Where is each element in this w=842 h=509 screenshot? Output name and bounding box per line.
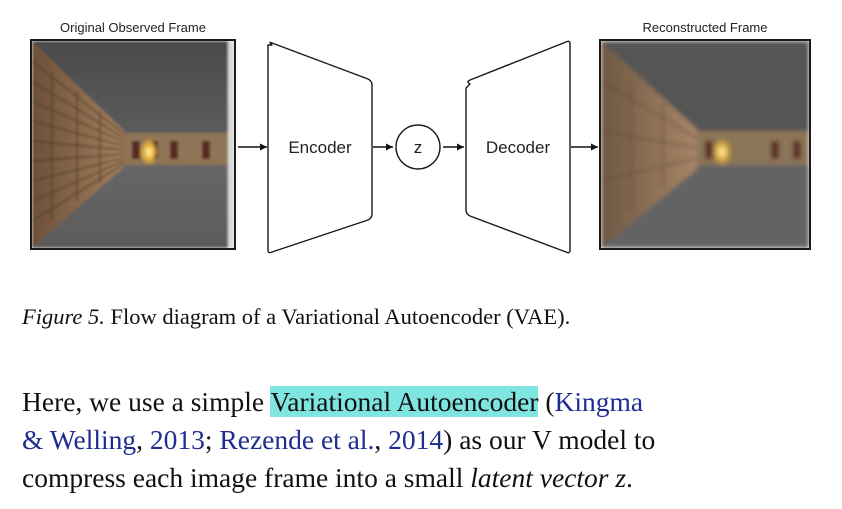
caption-text: Flow diagram of a Variational Autoencode… [110,304,571,329]
original-frame-image [30,39,236,250]
text-run: , [374,424,389,455]
decoder-block [465,40,571,254]
citation-link-kingma[interactable]: Kingma [554,386,644,417]
citation-link-rezende[interactable]: Rezende et al. [219,424,375,455]
citation-year-2013[interactable]: 2013 [149,424,205,455]
latent-node [395,124,441,170]
reconstructed-frame-label: Reconstructed Frame [642,20,768,35]
figure-caption: Figure 5. Flow diagram of a Variational … [22,304,570,330]
vae-flow-diagram: Encoder z Decoder [238,40,598,254]
text-run: compress each image frame into a small [22,462,471,493]
text-run: Here, we use a simple [22,386,271,417]
citation-link-welling[interactable]: & Welling [22,424,137,455]
highlighted-term: Variational Autoencoder [270,386,539,417]
encoder-block [267,41,373,254]
text-run: , [136,424,150,455]
reconstructed-frame-image [599,39,811,250]
paragraph-line-1: Here, we use a simple Variational Autoen… [22,383,832,421]
text-run: ) as our V model to [443,424,656,455]
body-paragraph: Here, we use a simple Variational Autoen… [22,383,832,497]
latent-label: z [414,138,423,157]
original-frame-label: Original Observed Frame [60,20,206,35]
figure-number: Figure 5. [22,304,105,329]
paragraph-line-3: compress each image frame into a small l… [22,459,832,497]
decoder-label: Decoder [486,138,551,157]
text-run: ; [204,424,220,455]
encoder-label: Encoder [288,138,352,157]
latent-vector-term: latent vector z [470,462,627,493]
paragraph-line-2: & Welling, 2013; Rezende et al., 2014) a… [22,421,832,459]
citation-year-2014[interactable]: 2014 [388,424,444,455]
text-run: . [626,462,633,493]
text-run: ( [538,386,555,417]
